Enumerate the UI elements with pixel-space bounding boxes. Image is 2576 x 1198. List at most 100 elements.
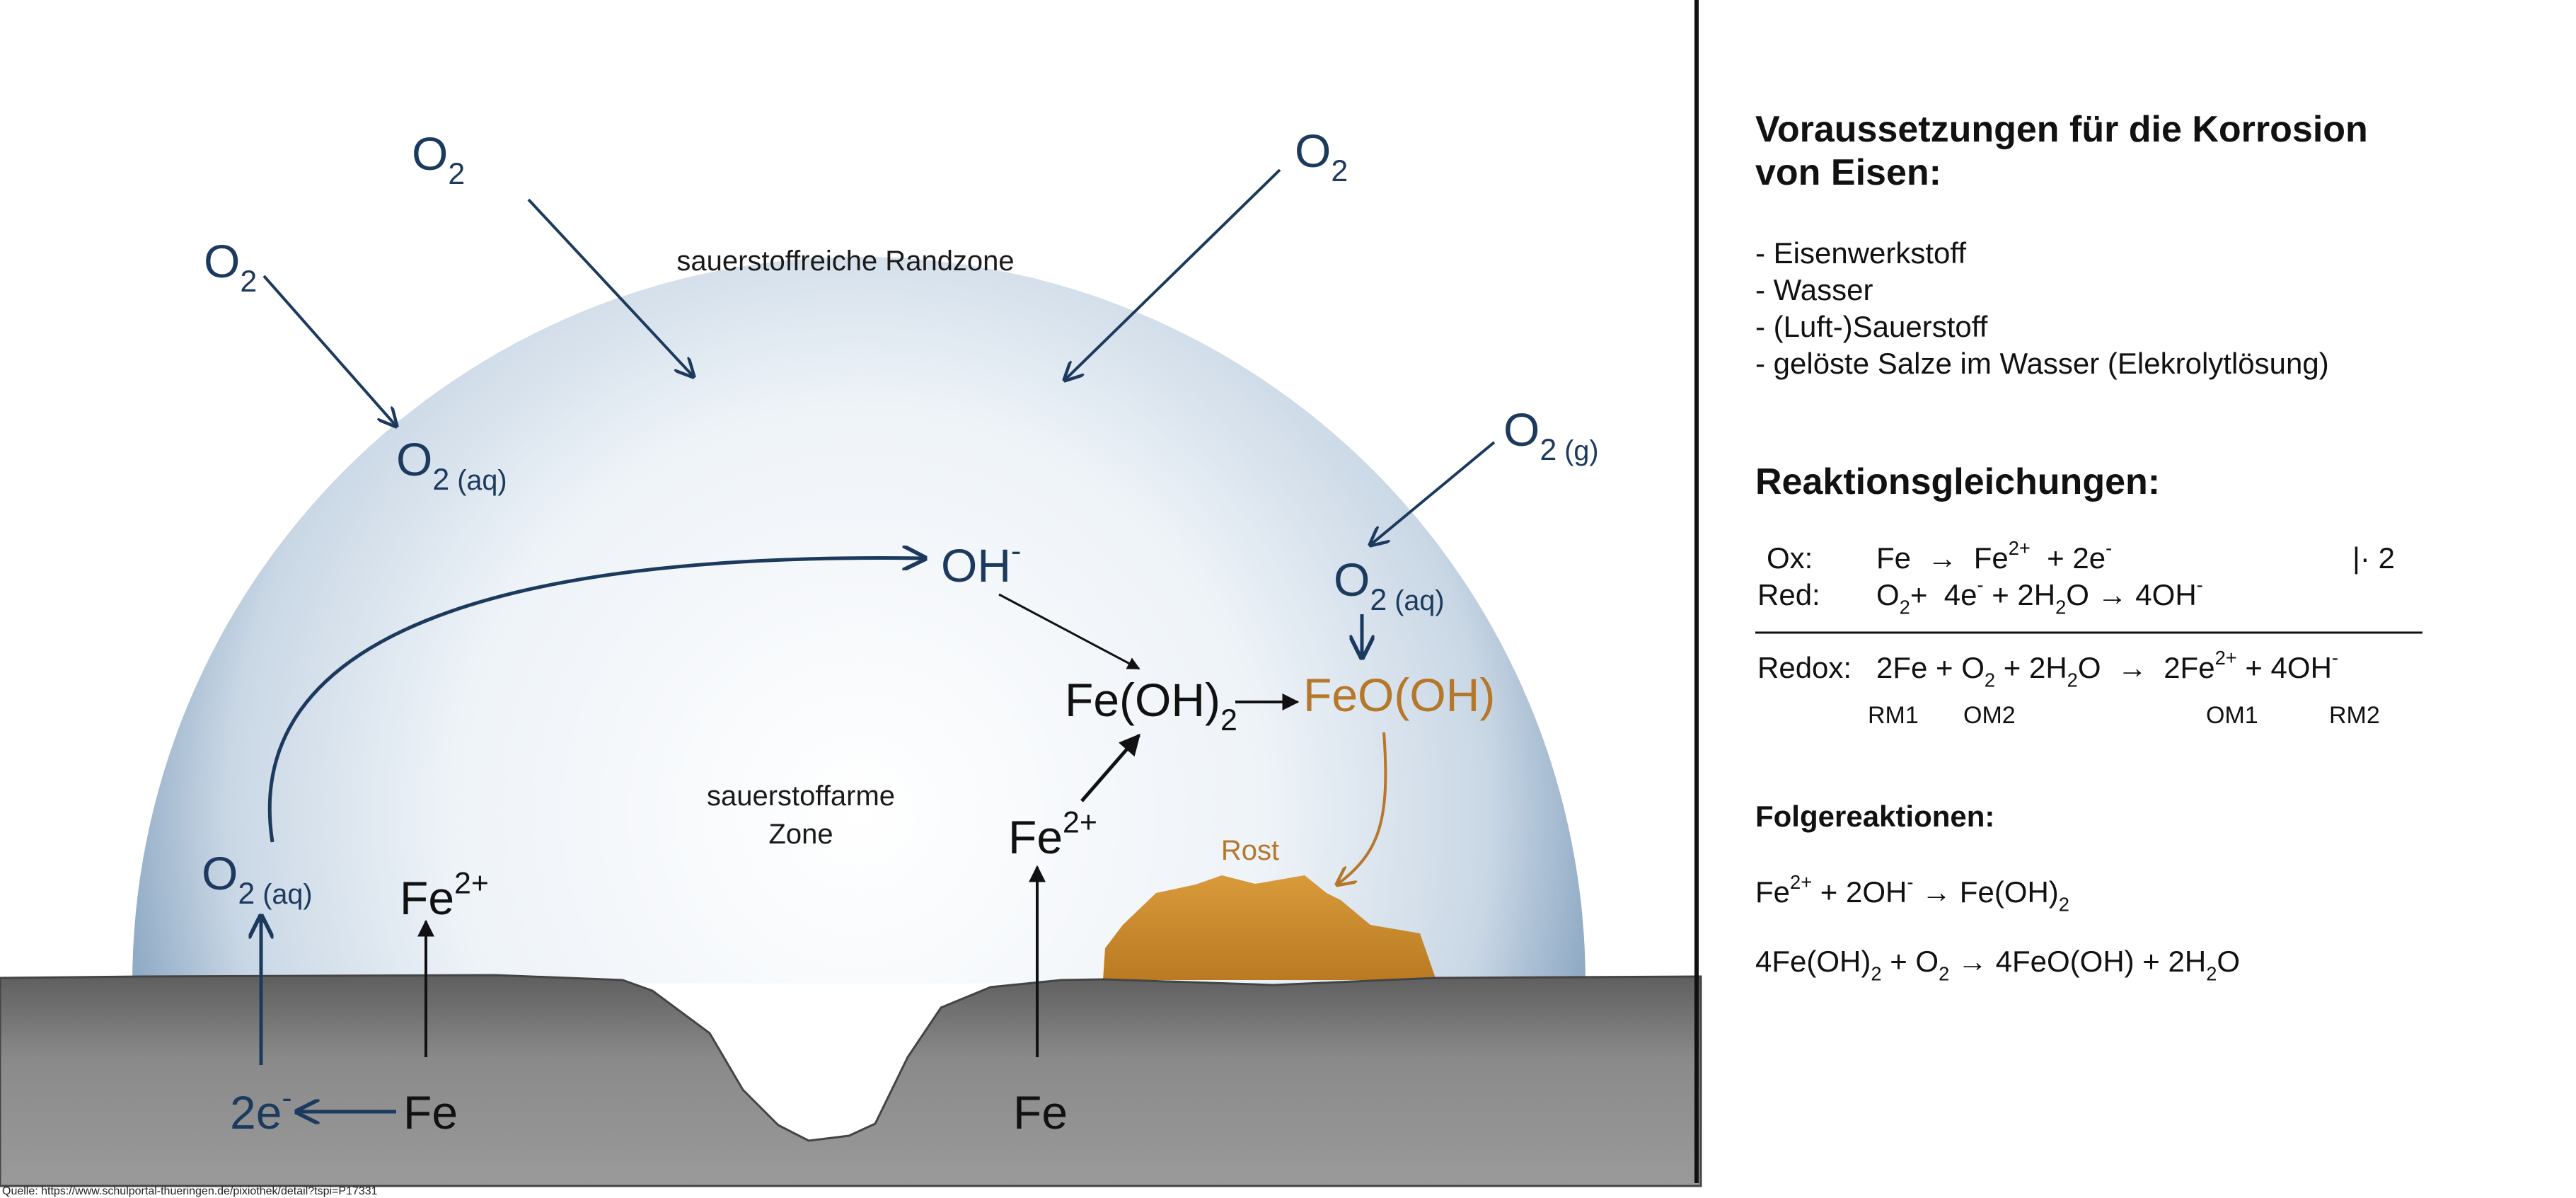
- arrow-o2-in-1: [527, 198, 693, 376]
- source-credit: Quelle: https://www.schulportal-thuering…: [2, 1185, 378, 1197]
- iron-surface: [0, 974, 1702, 1187]
- formula-part: 2: [1331, 154, 1348, 188]
- formula-part: O → 4OH: [2066, 578, 2196, 611]
- arrow-o2-in-2: [262, 275, 396, 426]
- formula-part: + 4e: [1910, 578, 1977, 611]
- formula-part: 2: [1985, 669, 1995, 691]
- formula-part: Fe → Fe: [1876, 541, 2009, 575]
- hydroxide-label: OH-: [941, 534, 1021, 592]
- fe-left: Fe: [403, 1086, 458, 1139]
- role-rm2: RM2: [2329, 702, 2380, 729]
- formula-part: Fe: [1013, 1086, 1068, 1139]
- arrow-oh-to-feoh2: [998, 593, 1140, 670]
- formula-part: -: [2106, 537, 2112, 559]
- formula-part: 4Fe(OH): [1755, 945, 1871, 978]
- formula-part: + 2OH: [1812, 875, 1907, 909]
- arrow-feooh-to-rust: [1337, 732, 1387, 885]
- fe-right: Fe: [1013, 1086, 1068, 1139]
- formula-part: 2+: [1790, 871, 1812, 893]
- formula-part: -: [2197, 574, 2203, 596]
- zone-poor-label-1: sauerstoffarme: [707, 781, 895, 812]
- follow-equation-2: 4Fe(OH)2 + O2 → 4FeO(OH) + 2H2O: [1755, 945, 2240, 985]
- panel-title-1: Voraussetzungen für die Korrosion: [1755, 109, 2368, 150]
- formula-part: OH: [941, 539, 1011, 592]
- ox-label: Ox:: [1767, 541, 1813, 575]
- formula-part: (g): [1556, 435, 1598, 466]
- formula-part: 2: [2059, 894, 2069, 916]
- formula-part: Fe: [1008, 811, 1063, 863]
- formula-part: Fe(OH): [1065, 674, 1220, 726]
- formula-part: 2: [2067, 669, 2078, 691]
- formula-part: → 4FeO(OH) + 2H: [1949, 945, 2206, 978]
- formula-part: Fe: [400, 872, 454, 924]
- formula-part: 2e: [230, 1086, 282, 1139]
- arrow-o2-g: [1370, 441, 1496, 545]
- formula-part: 2: [1871, 963, 1881, 985]
- arrows: [261, 168, 1496, 1112]
- redox-label: Redox:: [1757, 651, 1852, 684]
- prereq-item: - (Luft-)Sauerstoff: [1755, 310, 1988, 343]
- formula-part: + 4OH: [2237, 651, 2332, 684]
- formula-part: O: [1295, 125, 1331, 177]
- rust-label: Rost: [1221, 835, 1279, 866]
- formula-part: (aq): [255, 879, 312, 910]
- prereq-item: - Wasser: [1755, 273, 1873, 306]
- formula-part: 2Fe + O: [1876, 651, 1985, 684]
- formula-part: 2: [432, 463, 449, 497]
- formula-part: FeO(OH): [1303, 669, 1495, 721]
- formula-part: 2: [2206, 963, 2217, 985]
- formula-part: O → 2Fe: [2078, 651, 2215, 684]
- fe2-left: Fe2+: [400, 866, 489, 924]
- zone-rich-label: sauerstoffreiche Randzone: [676, 246, 1014, 277]
- formula-part: + 2H: [1984, 578, 2056, 611]
- follow-heading: Folgereaktionen:: [1755, 800, 1994, 833]
- arrow-fe2-to-feoh2: [1080, 733, 1140, 802]
- formula-part: -: [282, 1081, 291, 1115]
- water-droplet: [132, 257, 1586, 984]
- o2-top-left: O2: [412, 127, 465, 191]
- formula-part: 2: [1540, 433, 1556, 467]
- formula-part: O: [412, 127, 448, 180]
- prereq-item: - gelöste Salze im Wasser (Elekrolytlösu…: [1755, 347, 2329, 380]
- iron-hydroxide-label: Fe(OH)2: [1065, 674, 1237, 737]
- formula-part: 2: [1939, 963, 1949, 985]
- zone-poor-label-2: Zone: [768, 819, 833, 850]
- formula-part: O: [204, 235, 240, 287]
- formula-part: + 2H: [1995, 651, 2067, 684]
- arrow-o2-in-3: [1065, 168, 1281, 380]
- formula-part: Fe: [1755, 875, 1790, 909]
- formula-part: O: [2217, 945, 2240, 978]
- o2-aq-left: O2 (aq): [202, 847, 313, 911]
- formula-part: O: [396, 433, 432, 485]
- o2-aq-upper: O2 (aq): [396, 433, 507, 497]
- formula-part: 2+: [454, 866, 489, 900]
- follow-equation-1: Fe2+ + 2OH- → Fe(OH)2: [1755, 871, 2069, 916]
- o2-gas: O2 (g): [1503, 403, 1599, 467]
- formula-part: 2+: [1063, 805, 1097, 839]
- formula-part: 2: [1370, 583, 1387, 617]
- formula-part: 2: [2055, 597, 2066, 618]
- formula-part: -: [1907, 871, 1913, 893]
- reactions-heading: Reaktionsgleichungen:: [1755, 461, 2160, 502]
- ox-equation: Fe → Fe2+ + 2e-: [1876, 537, 2112, 575]
- formula-part: → Fe(OH): [1913, 875, 2058, 909]
- ox-factor: |· 2: [2352, 541, 2395, 575]
- fe2-right: Fe2+: [1008, 805, 1097, 863]
- formula-part: + 2e: [2031, 541, 2106, 575]
- formula-part: O: [1876, 578, 1900, 611]
- formula-part: -: [1977, 574, 1983, 596]
- panel-title-2: von Eisen:: [1755, 152, 1941, 193]
- redox-equation: 2Fe + O2 + 2H2O → 2Fe2+ + 4OH-: [1876, 647, 2338, 691]
- role-rm1: RM1: [1868, 702, 1919, 729]
- formula-part: O: [1334, 553, 1370, 606]
- red-equation: O2+ 4e- + 2H2O → 4OH-: [1876, 574, 2203, 618]
- formula-part: O: [202, 847, 238, 899]
- formula-part: (aq): [1387, 585, 1444, 616]
- formula-part: 2+: [2009, 537, 2031, 559]
- info-panel: Voraussetzungen für die Korrosion von Ei…: [1755, 109, 2422, 985]
- formula-part: -: [2332, 647, 2338, 669]
- formula-part: + O: [1882, 945, 1939, 978]
- formula-part: 2: [240, 265, 257, 299]
- iron-oxide-hydroxide-label: FeO(OH): [1303, 669, 1495, 721]
